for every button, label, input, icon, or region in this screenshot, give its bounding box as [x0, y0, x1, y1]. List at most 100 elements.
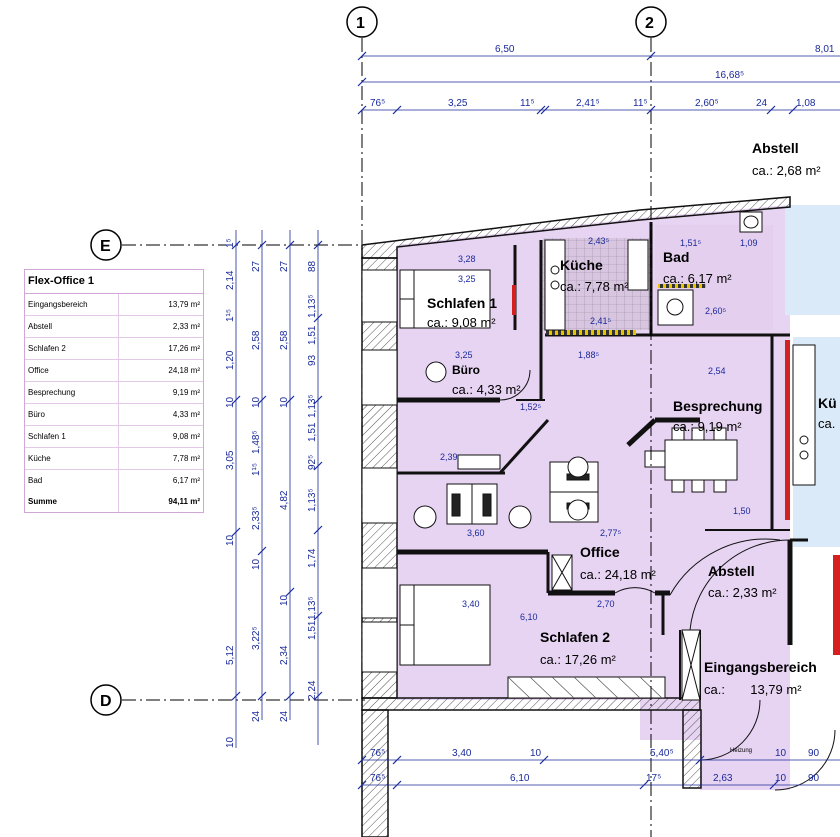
room-area-kueche: ca.: 7,78 m²: [560, 279, 629, 294]
legend-sum-value: 94,11 m²: [168, 497, 200, 506]
room-area-office: ca.: 24,18 m²: [580, 567, 657, 582]
dim-left-c-4: 10: [279, 594, 290, 606]
inner-dims: 3,28 3,25 2,43⁵ 1,51⁵ 1,09 2,41⁵ 2,60⁵ 3…: [440, 236, 758, 622]
room-area-bad: ca.: 6,17 m²: [663, 271, 732, 286]
dim-inner-3: 1,51⁵: [680, 238, 702, 248]
dim-inner-17: 2,70: [597, 599, 615, 609]
room-area-abstell-top: ca.: 2,68 m²: [752, 163, 821, 178]
dim-top3-4: 11⁵: [633, 98, 648, 109]
buero-cabinet: [457, 454, 501, 470]
dim-left-a-5: 3,05: [225, 450, 236, 470]
dim-left-d-2: 1,51: [307, 325, 318, 345]
dim-top-6-50: 6,50: [495, 44, 515, 55]
office-chairs: [413, 361, 589, 529]
room-area-eingang: ca.: 13,79 m²: [704, 682, 802, 697]
legend-room-area: 9,08 m²: [172, 432, 200, 441]
dim-inner-0: 3,28: [458, 254, 476, 264]
left-windows: [361, 269, 398, 673]
legend-room-area: 17,26 m²: [168, 344, 200, 353]
dim-bot2-1: 6,10: [510, 773, 530, 784]
dim-inner-11: 1,52⁵: [520, 402, 542, 412]
legend-room-name: Küche: [25, 448, 119, 469]
dim-inner-13: 2,77⁵: [600, 528, 622, 538]
legend-room-area: 13,79 m²: [168, 300, 200, 309]
dim-left-a-7: 5,12: [225, 645, 236, 665]
room-title-besprechung: Besprechung: [673, 398, 762, 414]
dim-left-b-2: 10: [251, 396, 262, 408]
dim-left-b-6: 10: [251, 558, 262, 570]
room-title-buero: Büro: [452, 363, 480, 377]
legend-room-area: 7,78 m²: [172, 454, 200, 463]
dim-left-c-3: 4,82: [279, 490, 290, 510]
axis-lines: [122, 38, 652, 837]
dim-bot2-0: 76⁵: [370, 773, 385, 784]
dim-inner-10: 2,39: [440, 452, 458, 462]
legend-row: Schlafen 1 9,08 m²: [25, 426, 203, 448]
dim-left-b-0: 27: [251, 260, 262, 272]
room-title-bad: Bad: [663, 249, 689, 265]
axis-bubble-1: [346, 6, 378, 38]
dim-bot2-2: 17⁵: [646, 773, 661, 784]
legend-room-name: Office: [25, 360, 119, 381]
blue-room-top: [785, 205, 840, 315]
wall-lower-left: [361, 709, 389, 837]
dim-inner-2: 2,43⁵: [588, 236, 610, 246]
dim-bot2-4: 10: [775, 773, 787, 784]
dim-left-d-5: 1,51: [307, 422, 318, 442]
legend-room-name: Eingangsbereich: [25, 294, 119, 315]
dim-left-b-3: 1,48⁵: [251, 430, 262, 454]
room-area-ku-partial: ca.: [818, 416, 835, 431]
left-dims-a: 1⁵ 2,14 1¹⁵ 1,20 10 3,05 10 5,12 10: [225, 238, 236, 748]
dim-top3-7: 1,08: [796, 98, 816, 109]
dim-inner-6: 2,60⁵: [705, 306, 727, 316]
dim-left-b-8: 24: [251, 710, 262, 722]
dim-left-d-1: 1,13⁵: [307, 294, 318, 318]
dim-inner-1: 3,25: [458, 274, 476, 284]
wall-bottom-outer: [361, 697, 701, 711]
dim-left-a-1: 2,14: [225, 270, 236, 290]
room-title-schlafen-2: Schlafen 2: [540, 629, 610, 645]
dim-left-d-3: 93: [307, 354, 318, 366]
dim-top3-2: 11⁵: [520, 98, 535, 109]
dim-left-a-0: 1⁵: [225, 238, 236, 248]
legend-sum-label: Summe: [25, 491, 119, 512]
dim-inner-12: 3,60: [467, 528, 485, 538]
dim-left-a-4: 10: [225, 396, 236, 408]
wardrobe: [507, 676, 666, 699]
room-area-abstell: ca.: 2,33 m²: [708, 585, 777, 600]
dim-left-c-5: 2,34: [279, 645, 290, 665]
meeting-table: [644, 427, 738, 493]
axis-label-d: D: [100, 693, 112, 710]
red-wall-markers: [512, 285, 840, 655]
legend-room-name: Schlafen 1: [25, 426, 119, 447]
legend-room-name: Besprechung: [25, 382, 119, 403]
legend-room-area: 9,19 m²: [172, 388, 200, 397]
storage-x: [551, 554, 701, 701]
right-kitchen-counter: [792, 344, 816, 486]
dim-left-a-8: 10: [225, 736, 236, 748]
room-area-buero: ca.: 4,33 m²: [452, 382, 521, 397]
axis-label-e: E: [100, 238, 111, 255]
heizung-label: Heizung: [730, 748, 752, 754]
left-dims-b: 27 2,58 10 1,48⁵ 1¹⁵ 2,33⁵ 10 3,22⁵ 24: [251, 260, 262, 722]
room-title-abstell: Abstell: [708, 563, 755, 579]
dim-inner-7: 3,25: [455, 350, 473, 360]
dim-bot1-0: 76⁵: [370, 748, 385, 759]
dim-left-d-7: 1,13⁵: [307, 488, 318, 512]
room-area-besprechung: ca.: 9,19 m²: [673, 419, 742, 434]
dim-bot2-5: 90: [808, 773, 820, 784]
axis-label-1: 1: [356, 15, 365, 32]
legend-row: Besprechung 9,19 m²: [25, 382, 203, 404]
legend-room-name: Bad: [25, 470, 119, 491]
dim-left-b-4: 1¹⁵: [251, 463, 262, 476]
dim-bot2-3: 2,63: [713, 773, 733, 784]
bath-fixtures: [657, 211, 763, 326]
dim-bot1-3: 5,40⁵: [650, 748, 674, 759]
dim-inner-16: 6,10: [520, 612, 538, 622]
